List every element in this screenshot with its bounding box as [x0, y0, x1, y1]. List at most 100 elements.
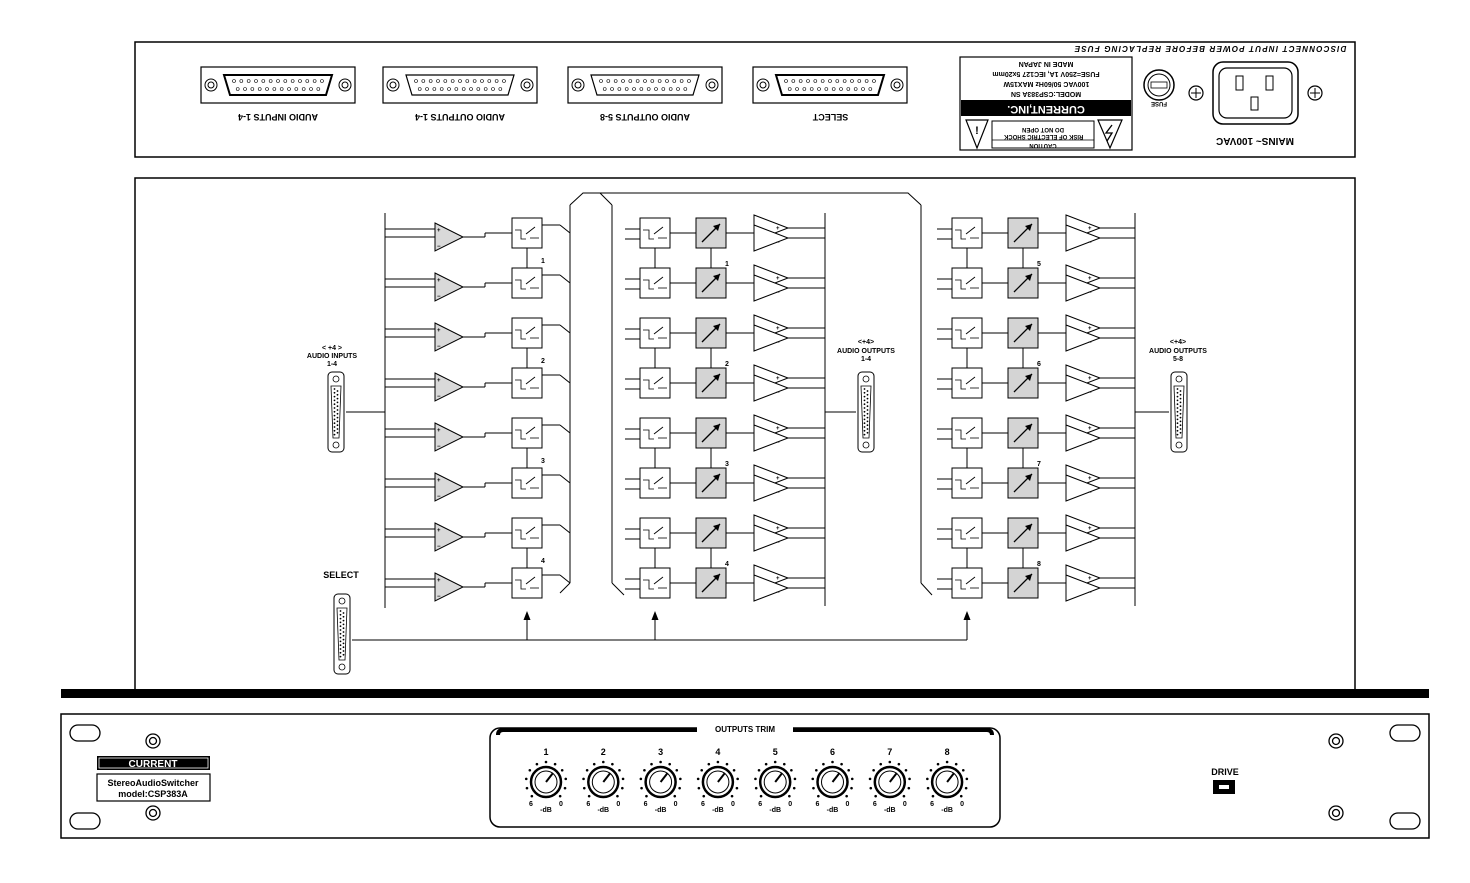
- scale-dot: [908, 777, 911, 781]
- scale-dot: [907, 786, 911, 790]
- output-amp-icon: +−: [753, 314, 790, 352]
- scale-dot: [675, 768, 679, 772]
- shock-warning-icon: [1097, 119, 1123, 150]
- knob-pointer: [831, 772, 841, 783]
- plate-line: MADE IN JAPAN: [1019, 60, 1074, 67]
- svg-text:−: −: [437, 494, 441, 500]
- switch-block: [639, 517, 671, 549]
- scale-dot: [732, 768, 736, 772]
- svg-text:+: +: [776, 226, 780, 232]
- scale-dot: [621, 786, 624, 790]
- scale-dot: [879, 762, 883, 766]
- scale-dot: [530, 794, 534, 798]
- select-label: SELECT: [323, 570, 359, 580]
- knob-number: 3: [658, 747, 663, 757]
- svg-text:+: +: [776, 576, 780, 582]
- trim-vca-block: [695, 517, 727, 549]
- plate-line: 100VAC 50/60Hz MAX15W: [1003, 80, 1089, 87]
- scale-dot: [535, 762, 539, 766]
- svg-text:+: +: [437, 328, 441, 334]
- scale-dot: [792, 786, 796, 790]
- db25-vertical-connector: [333, 593, 351, 675]
- channel-number: 5: [1037, 261, 1041, 268]
- db25-connector: [200, 66, 356, 104]
- switch-block: [639, 267, 671, 299]
- fuse-holder[interactable]: [1143, 69, 1175, 101]
- knob-max: 0: [674, 801, 678, 808]
- switch-block: [511, 467, 543, 499]
- knob-max: 0: [731, 801, 735, 808]
- output-amp-icon: +−: [753, 214, 790, 252]
- svg-text:−: −: [437, 344, 441, 350]
- connector-label: AUDIO OUTPUTS 1-4: [415, 112, 505, 122]
- channel-number: 6: [1037, 361, 1041, 368]
- svg-text:AUDIO OUTPUTS: AUDIO OUTPUTS: [837, 348, 895, 355]
- scale-dot: [964, 786, 968, 790]
- caution-title: CAUTION: [1029, 142, 1056, 148]
- svg-text:−: −: [776, 440, 780, 446]
- switch-block: [639, 367, 671, 399]
- knob-min: 6: [529, 801, 533, 808]
- scale-dot: [811, 777, 815, 781]
- knob-pointer: [659, 772, 669, 783]
- knob-max: 0: [960, 801, 964, 808]
- input-amp-icon: +−: [434, 572, 465, 602]
- scale-dot: [754, 777, 757, 781]
- trim-vca-block: [1007, 267, 1039, 299]
- trim-knob-4[interactable]: 4 6 0 -dB: [696, 747, 739, 814]
- scale-dot: [868, 777, 872, 781]
- scale-dot: [696, 777, 700, 781]
- output-amp-icon: +−: [753, 464, 790, 502]
- switch-block: [951, 417, 983, 449]
- knob-max: 0: [903, 801, 907, 808]
- knob-number: 4: [715, 747, 720, 757]
- bus-connection: [569, 192, 922, 206]
- knob-max: 0: [616, 801, 620, 808]
- knob-pointer: [946, 772, 955, 783]
- switch-block: [639, 567, 671, 599]
- knob-min: 6: [701, 801, 705, 808]
- scale-dot: [611, 762, 614, 766]
- channel-number: 2: [541, 358, 545, 365]
- trim-vca-block: [695, 217, 727, 249]
- scale-dot: [582, 777, 585, 781]
- knob-min: 6: [758, 801, 762, 808]
- scale-dot: [564, 777, 568, 781]
- scale-dot: [773, 760, 777, 764]
- svg-text:+: +: [776, 376, 780, 382]
- scale-dot: [700, 768, 704, 772]
- trim-vca-block: [695, 417, 727, 449]
- inputs-label: < +4 > AUDIO INPUTS 1-4: [307, 345, 358, 368]
- brand-name: CURRENT: [129, 759, 178, 770]
- output-amp-icon: +−: [753, 514, 790, 552]
- trim-vca-block: [695, 367, 727, 399]
- svg-text:+: +: [1088, 526, 1092, 532]
- scale-dot: [845, 794, 848, 798]
- knob-pointer: [545, 772, 554, 783]
- knob-unit: -dB: [712, 807, 724, 814]
- knob-number: 5: [773, 747, 778, 757]
- output-amp-icon: +−: [1065, 214, 1102, 252]
- rack-ear-slot: [1389, 812, 1421, 830]
- scale-dot: [904, 768, 908, 772]
- svg-text:<+4>: <+4>: [858, 339, 874, 346]
- rack-screw-icon: [145, 805, 161, 821]
- switch-block: [951, 217, 983, 249]
- svg-text:−: −: [437, 594, 441, 600]
- scale-dot: [954, 762, 958, 766]
- knob-unit: -dB: [655, 807, 667, 814]
- db25-vertical-connector: [1170, 371, 1188, 453]
- scale-dot: [788, 794, 791, 798]
- control-arrow-icon: [651, 611, 659, 620]
- switch-block: [511, 267, 543, 299]
- svg-text:1-4: 1-4: [861, 356, 871, 363]
- svg-text:1-4: 1-4: [327, 361, 337, 368]
